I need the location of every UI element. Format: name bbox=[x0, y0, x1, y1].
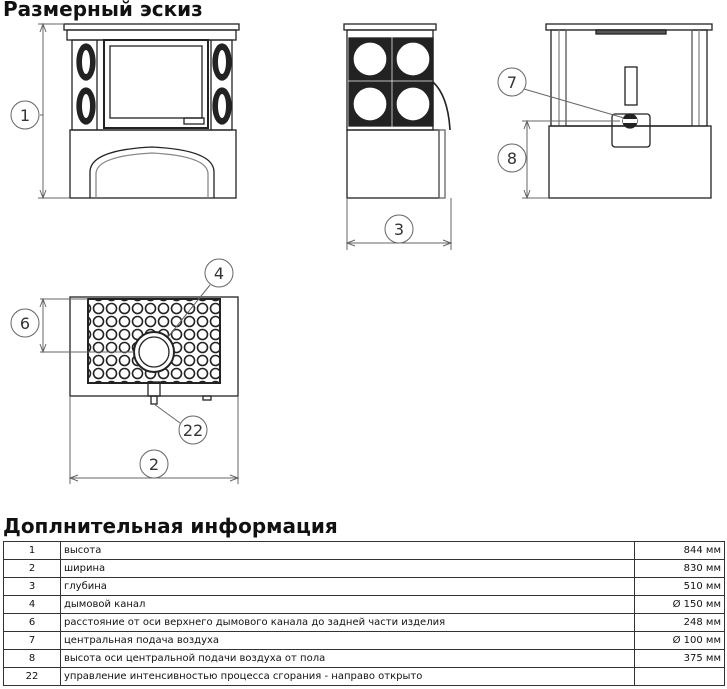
spec-number: 6 bbox=[3, 613, 61, 632]
top-view-dimensions bbox=[10, 258, 240, 484]
spec-number: 7 bbox=[3, 631, 61, 650]
callout-3-label: 3 bbox=[394, 220, 404, 239]
sketch-heading: Размерный эскиз bbox=[3, 0, 203, 21]
table-row: 8 высота оси центральной подачи воздуха … bbox=[3, 649, 725, 668]
callout-6-label: 6 bbox=[20, 314, 30, 333]
callout-7-label: 7 bbox=[507, 73, 517, 92]
spec-number: 2 bbox=[3, 559, 61, 578]
inlet-height-dimension bbox=[497, 67, 625, 200]
spec-value: Ø 100 мм bbox=[634, 631, 725, 650]
callout-22-label: 22 bbox=[183, 421, 203, 440]
depth-dimension bbox=[345, 198, 453, 250]
spec-description: высота оси центральной подачи воздуха от… bbox=[60, 649, 635, 668]
spec-number: 3 bbox=[3, 577, 61, 596]
dimension-drawing: 1 3 bbox=[10, 22, 713, 484]
spec-number: 4 bbox=[3, 595, 61, 614]
spec-description: высота bbox=[60, 541, 635, 560]
table-row: 4 дымовой канал Ø 150 мм bbox=[3, 595, 725, 614]
spec-value: Ø 150 мм bbox=[634, 595, 725, 614]
spec-value: 510 мм bbox=[634, 577, 725, 596]
table-row: 2 ширина 830 мм bbox=[3, 559, 725, 578]
side-view bbox=[343, 23, 451, 199]
spec-description: управление интенсивностью процесса сгора… bbox=[60, 667, 635, 686]
spec-value bbox=[634, 667, 725, 686]
spec-table: 1 высота 844 мм 2 ширина 830 мм 3 глубин… bbox=[3, 541, 725, 686]
spec-value: 830 мм bbox=[634, 559, 725, 578]
info-heading: Доплнительная информация bbox=[3, 514, 338, 538]
table-row: 7 центральная подача воздуха Ø 100 мм bbox=[3, 631, 725, 650]
table-row: 22 управление интенсивностью процесса сг… bbox=[3, 667, 725, 686]
table-row: 1 высота 844 мм bbox=[3, 541, 725, 560]
spec-description: ширина bbox=[60, 559, 635, 578]
spec-value: 248 мм bbox=[634, 613, 725, 632]
top-view bbox=[69, 296, 239, 405]
spec-value: 375 мм bbox=[634, 649, 725, 668]
spec-description: расстояние от оси верхнего дымового кана… bbox=[60, 613, 635, 632]
table-row: 6 расстояние от оси верхнего дымового ка… bbox=[3, 613, 725, 632]
callout-1-label: 1 bbox=[20, 106, 30, 125]
callout-2-label: 2 bbox=[149, 455, 159, 474]
flue-outlet bbox=[133, 331, 175, 373]
callout-8-label: 8 bbox=[507, 149, 517, 168]
callout-4-label: 4 bbox=[214, 264, 224, 283]
back-view bbox=[545, 23, 713, 199]
spec-description: центральная подача воздуха bbox=[60, 631, 635, 650]
spec-value: 844 мм bbox=[634, 541, 725, 560]
spec-description: дымовой канал bbox=[60, 595, 635, 614]
table-row: 3 глубина 510 мм bbox=[3, 577, 725, 596]
spec-number: 22 bbox=[3, 667, 61, 686]
front-view bbox=[63, 23, 240, 199]
spec-number: 1 bbox=[3, 541, 61, 560]
height-dimension bbox=[10, 22, 70, 200]
spec-number: 8 bbox=[3, 649, 61, 668]
spec-description: глубина bbox=[60, 577, 635, 596]
